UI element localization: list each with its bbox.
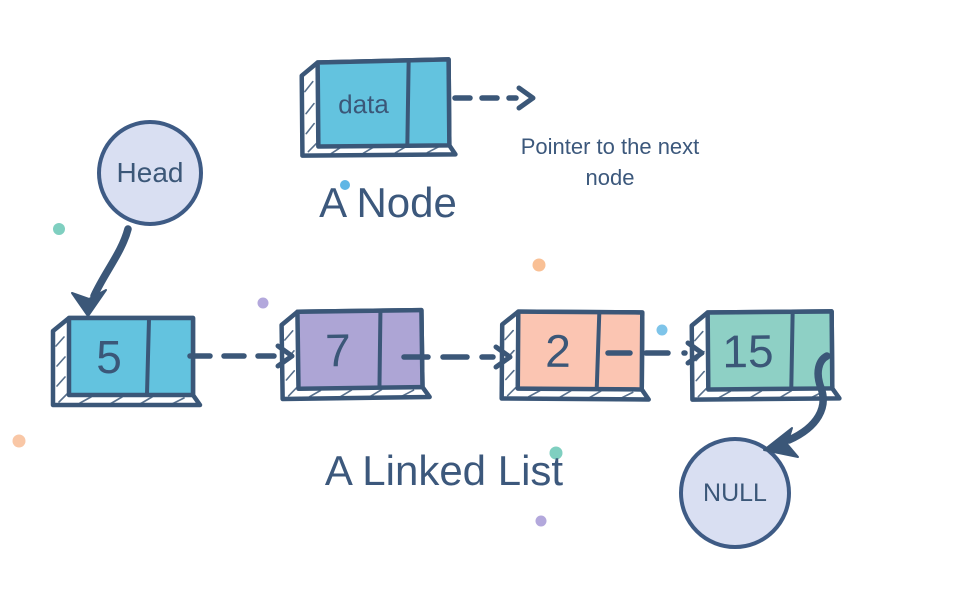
hatch-marks [304, 80, 441, 155]
box-divider [594, 311, 602, 391]
box-divider [145, 317, 151, 396]
linked-list-caption: A Linked List [324, 447, 564, 494]
box-divider [405, 60, 411, 147]
decorative-dot [535, 515, 547, 527]
hatch-marks [55, 336, 185, 405]
node-value: 7 [324, 323, 352, 376]
decorative-dot [549, 446, 563, 460]
pointer-note: Pointer to the next node [520, 134, 700, 191]
node-box-drawing [50, 315, 203, 408]
list-node-4: 15 [689, 303, 843, 404]
decorative-dot [340, 180, 350, 190]
decorative-dot [53, 223, 65, 235]
null-label: NULL [703, 478, 767, 507]
list-node-3: 2 [499, 303, 653, 404]
head-arrow [71, 225, 132, 317]
decorative-dot [532, 258, 546, 272]
box-front-face [66, 315, 196, 398]
node-value: 2 [545, 324, 572, 377]
list-arrow-1 [187, 343, 295, 369]
box-front-face [315, 57, 452, 149]
node-data-label: data [338, 88, 389, 119]
decorative-dot [257, 297, 269, 309]
null-circle: NULL [679, 437, 791, 549]
box-divider [377, 309, 383, 389]
list-node-2: 7 [278, 302, 432, 404]
node-value: 15 [722, 324, 774, 377]
arrowhead-chevron [516, 85, 536, 111]
head-circle: Head [97, 120, 203, 226]
head-label: Head [116, 157, 184, 188]
node-box-drawing [279, 307, 432, 402]
decorative-dot [656, 324, 668, 336]
node-box-drawing [299, 57, 458, 158]
node-figure-caption: A Node [319, 179, 457, 226]
node-figure-box: data [299, 52, 460, 159]
arrow-shaft [90, 225, 132, 300]
node-value: 5 [96, 330, 122, 383]
box-divider [789, 310, 795, 390]
list-node-1: 5 [50, 310, 203, 410]
decorative-dot [12, 434, 26, 448]
node-pointer-arrow [452, 85, 536, 111]
node-box-drawing [499, 309, 651, 402]
